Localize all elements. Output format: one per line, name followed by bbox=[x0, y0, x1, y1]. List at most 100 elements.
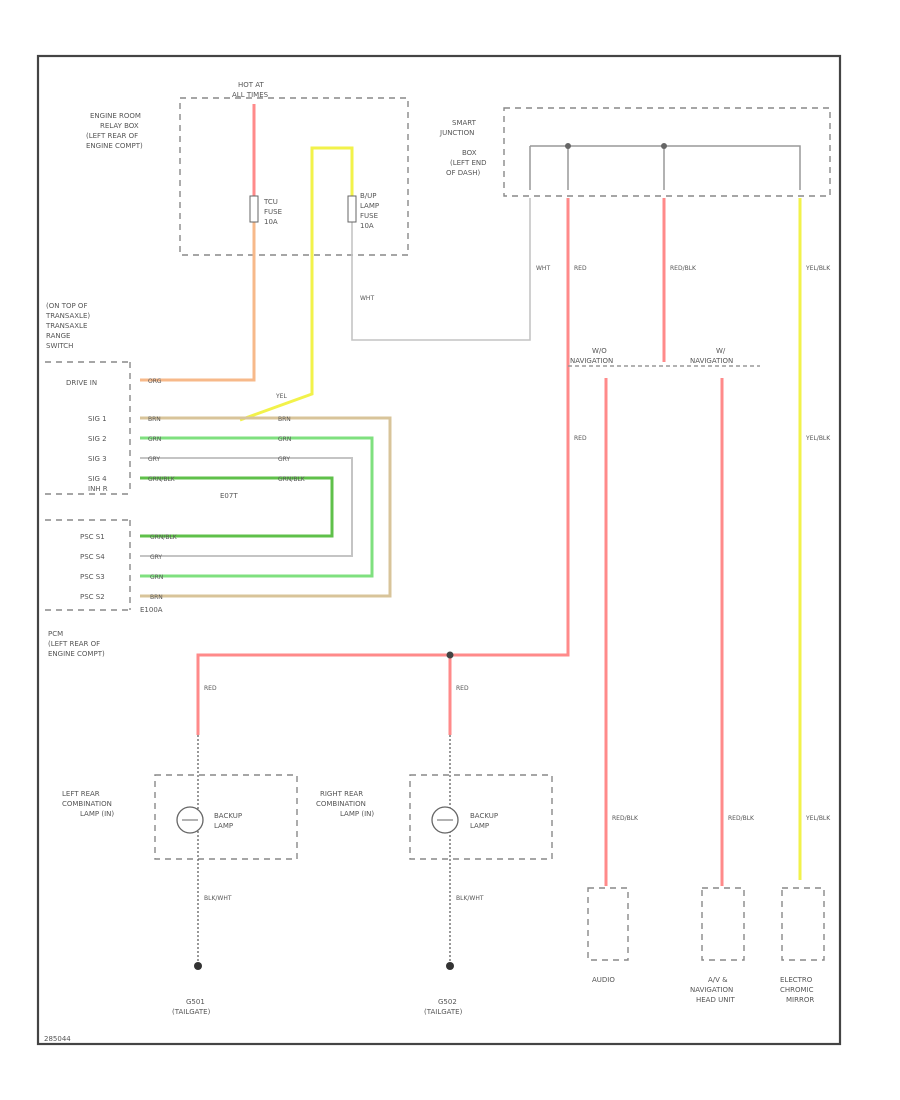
switch-pin-label: INH R bbox=[88, 485, 108, 493]
transaxle-label: SWITCH bbox=[46, 342, 73, 350]
left-lamp-box bbox=[154, 774, 298, 860]
hot-at-label: HOT AT bbox=[238, 81, 265, 89]
switch-pin-label: SIG 2 bbox=[88, 435, 107, 443]
head-unit-label: A/V & bbox=[708, 976, 728, 984]
switch-pin-label: DRIVE IN bbox=[66, 379, 97, 387]
e07-label: E07T bbox=[220, 492, 238, 500]
wire-sig1-tan bbox=[140, 416, 392, 598]
ground-g502-label: (TAILGATE) bbox=[424, 1008, 463, 1016]
tcu-fuse-label: 10A bbox=[264, 218, 278, 226]
wire-label-gry: GRY bbox=[148, 456, 160, 463]
wire-label-grn-blk: GRN/BLK bbox=[148, 476, 176, 483]
diagram-frame bbox=[36, 54, 842, 1046]
wire-label-grn: GRN bbox=[278, 436, 291, 443]
head-unit-label: NAVIGATION bbox=[690, 986, 733, 994]
junction-label: JUNCTION bbox=[439, 129, 474, 137]
footer-id: 285044 bbox=[44, 1035, 71, 1043]
engine-room-label: ENGINE ROOM bbox=[90, 112, 141, 120]
wire-label-red: RED bbox=[574, 265, 587, 272]
wire-label-blk-wht: BLK/WHT bbox=[204, 895, 232, 902]
wire-label-yel-blk: YEL/BLK bbox=[805, 265, 831, 272]
splice-dot bbox=[446, 651, 454, 659]
switch-pin-label: SIG 4 bbox=[88, 475, 107, 483]
junction-label: (LEFT END bbox=[450, 159, 487, 167]
tcu-fuse-label: FUSE bbox=[264, 208, 282, 216]
head-unit-label: HEAD UNIT bbox=[696, 996, 736, 1004]
wire-label-grn: GRN bbox=[148, 436, 161, 443]
wire-white bbox=[351, 198, 531, 341]
wire-label-wht: WHT bbox=[360, 295, 374, 302]
right-lamp-label: RIGHT REAR bbox=[320, 790, 363, 798]
transaxle-label: (ON TOP OF bbox=[46, 302, 87, 310]
left-lamp-label: LEFT REAR bbox=[62, 790, 100, 798]
right-lamp-name: BACKUP bbox=[470, 812, 498, 820]
engine-room-label: RELAY BOX bbox=[100, 122, 139, 130]
ground-g501-dot bbox=[194, 962, 202, 970]
bkup-fuse-label: B/UP bbox=[360, 192, 377, 200]
head-unit-box bbox=[701, 887, 745, 961]
hot-at-label: ALL TIMES bbox=[232, 91, 269, 99]
wire-label-red-blk: RED/BLK bbox=[728, 815, 755, 822]
wire-label-red: RED bbox=[456, 685, 469, 692]
wire-label-red-blk: RED/BLK bbox=[670, 265, 697, 272]
mirror-box bbox=[781, 887, 825, 961]
switch-pin-label: SIG 1 bbox=[88, 415, 107, 423]
wire-bkup-yellow bbox=[239, 146, 354, 422]
right-lamp-name: LAMP bbox=[470, 822, 489, 830]
engine-room-label: (LEFT REAR OF bbox=[86, 132, 138, 140]
wire-backup-red bbox=[196, 198, 570, 735]
wire-label-blk-wht: BLK/WHT bbox=[456, 895, 484, 902]
pcm-pin-label: PSC S4 bbox=[80, 553, 105, 561]
wire-label-red: RED bbox=[204, 685, 217, 692]
pcm-pin-label: PSC S2 bbox=[80, 593, 105, 601]
wire-label-brn: BRN bbox=[278, 416, 291, 423]
e100-label: E100A bbox=[140, 606, 163, 614]
audio-label: AUDIO bbox=[592, 976, 615, 984]
smart-junction-box bbox=[503, 107, 831, 197]
pcm-pin-label: PSC S1 bbox=[80, 533, 105, 541]
audio-box bbox=[587, 887, 629, 961]
junction-bus bbox=[530, 145, 801, 190]
left-lamp-name: LAMP bbox=[214, 822, 233, 830]
bkup-fuse-icon bbox=[347, 195, 357, 223]
pcm-pin-label: PSC S3 bbox=[80, 573, 105, 581]
wire-tcu-orange bbox=[140, 222, 256, 382]
transaxle-label: RANGE bbox=[46, 332, 70, 340]
left-lamp-name: BACKUP bbox=[214, 812, 242, 820]
wire-label-org: ORG bbox=[148, 378, 162, 385]
transaxle-label: TRANSAXLE bbox=[45, 322, 87, 330]
wire-sig2-green bbox=[140, 436, 374, 578]
pcm-label: PCM bbox=[48, 630, 63, 638]
engine-room-relay-box bbox=[179, 97, 409, 256]
mirror-label: ELECTRO bbox=[780, 976, 813, 984]
transaxle-range-switch-outline bbox=[45, 361, 131, 495]
ground-g501-label: (TAILGATE) bbox=[172, 1008, 211, 1016]
wire-label-grn-blk: GRN/BLK bbox=[278, 476, 306, 483]
engine-room-label: ENGINE COMPT) bbox=[86, 142, 143, 150]
left-lamp-label: COMBINATION bbox=[62, 800, 112, 808]
wire-label-yel-blk: YEL/BLK bbox=[805, 815, 831, 822]
mirror-label: CHROMIC bbox=[780, 986, 814, 994]
wire-label-brn: BRN bbox=[148, 416, 161, 423]
wire-label-grn: GRN bbox=[150, 574, 163, 581]
wire-label-gry: GRY bbox=[150, 554, 162, 561]
junction-label: SMART bbox=[452, 119, 477, 127]
junction-label: BOX bbox=[462, 149, 477, 157]
bkup-fuse-label: 10A bbox=[360, 222, 374, 230]
splice-dot bbox=[565, 143, 571, 149]
tcu-fuse-icon bbox=[249, 195, 259, 223]
nav-wo-label: W/O bbox=[592, 347, 607, 355]
splice-dot bbox=[661, 143, 667, 149]
right-lamp-box bbox=[409, 774, 553, 860]
tcu-fuse-label: TCU bbox=[263, 198, 278, 206]
wire-label-grn-blk: GRN/BLK bbox=[150, 534, 178, 541]
wire-sig4-dkgreen bbox=[140, 476, 334, 538]
pcm-outline bbox=[45, 519, 131, 611]
bkup-fuse-label: LAMP bbox=[360, 202, 379, 210]
transaxle-label: TRANSAXLE) bbox=[45, 312, 90, 320]
wire-label-gry: GRY bbox=[278, 456, 290, 463]
mirror-label: MIRROR bbox=[786, 996, 814, 1004]
wire-label-red-blk: RED/BLK bbox=[612, 815, 639, 822]
nav-w-label: NAVIGATION bbox=[690, 357, 733, 365]
